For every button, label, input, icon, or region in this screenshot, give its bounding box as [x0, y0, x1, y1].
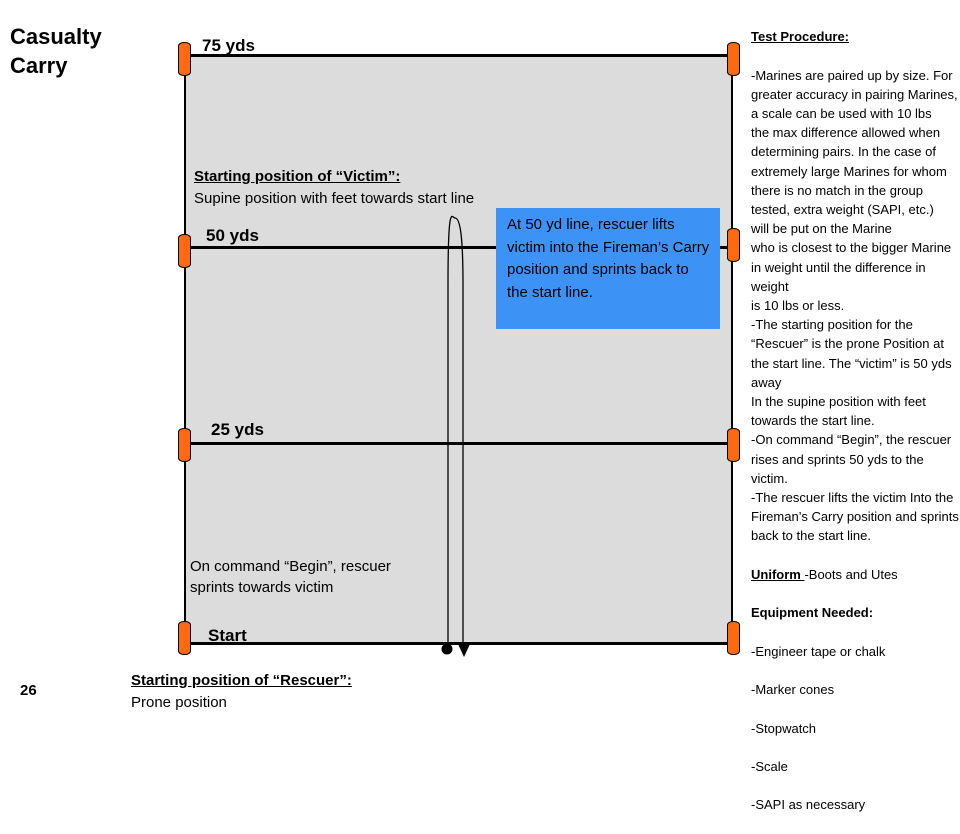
uniform-label: Uniform	[751, 566, 805, 582]
cone-right-75	[727, 42, 740, 76]
cone-left-25	[178, 428, 191, 462]
begin-command-text: On command “Begin”, rescuer sprints towa…	[190, 558, 391, 596]
label-start: Start	[208, 626, 247, 645]
cone-right-50	[727, 228, 740, 262]
callout-box: At 50 yd line, rescuer lifts victim into…	[496, 208, 720, 329]
slide-title: Casualty Carry	[10, 22, 102, 80]
equipment-item: -Stopwatch	[751, 720, 817, 736]
field-area	[184, 56, 733, 644]
equipment-item: -Engineer tape or chalk	[751, 643, 886, 659]
run-path-line	[447, 215, 464, 648]
title-line-2: Carry	[10, 53, 68, 78]
equipment-heading: Equipment Needed:	[751, 605, 874, 621]
victim-description: Starting position of “Victim”: Supine po…	[194, 166, 474, 210]
cone-left-75	[178, 42, 191, 76]
page-number: 26	[20, 682, 37, 699]
rescuer-marker	[441, 643, 453, 655]
return-arrow-head	[458, 644, 470, 657]
procedure-heading: Test Procedure:	[751, 29, 850, 45]
line-start	[184, 642, 733, 645]
label-25-yds: 25 yds	[211, 420, 264, 439]
rescuer-description: Starting position of “Rescuer”: Prone po…	[131, 670, 352, 714]
cone-right-25	[727, 428, 740, 462]
cone-right-start	[727, 621, 740, 655]
victim-text: Supine position with feet towards start …	[194, 190, 475, 207]
procedure-body: -Marines are paired up by size. For grea…	[751, 67, 959, 544]
test-procedure: Test Procedure: -Marines are paired up b…	[751, 8, 959, 834]
cone-left-start	[178, 621, 191, 655]
equipment-item: -Marker cones	[751, 682, 835, 698]
cone-left-50	[178, 234, 191, 268]
line-25-yds	[184, 442, 733, 445]
uniform-line: Uniform -Boots and Utes	[751, 565, 959, 584]
label-75-yds: 75 yds	[202, 36, 255, 55]
label-50-yds: 50 yds	[206, 226, 259, 245]
line-75-yds	[184, 54, 733, 57]
uniform-text: -Boots and Utes	[804, 566, 898, 582]
title-line-1: Casualty	[10, 24, 102, 49]
equipment-item: -SAPI as necessary	[751, 797, 866, 813]
equipment-item: -Scale	[751, 758, 788, 774]
rescuer-heading: Starting position of “Rescuer”:	[131, 672, 352, 689]
run-path-diagram	[441, 215, 470, 657]
rescuer-text: Prone position	[131, 694, 227, 711]
line-50-yds	[184, 246, 733, 249]
victim-heading: Starting position of “Victim”:	[194, 168, 401, 185]
